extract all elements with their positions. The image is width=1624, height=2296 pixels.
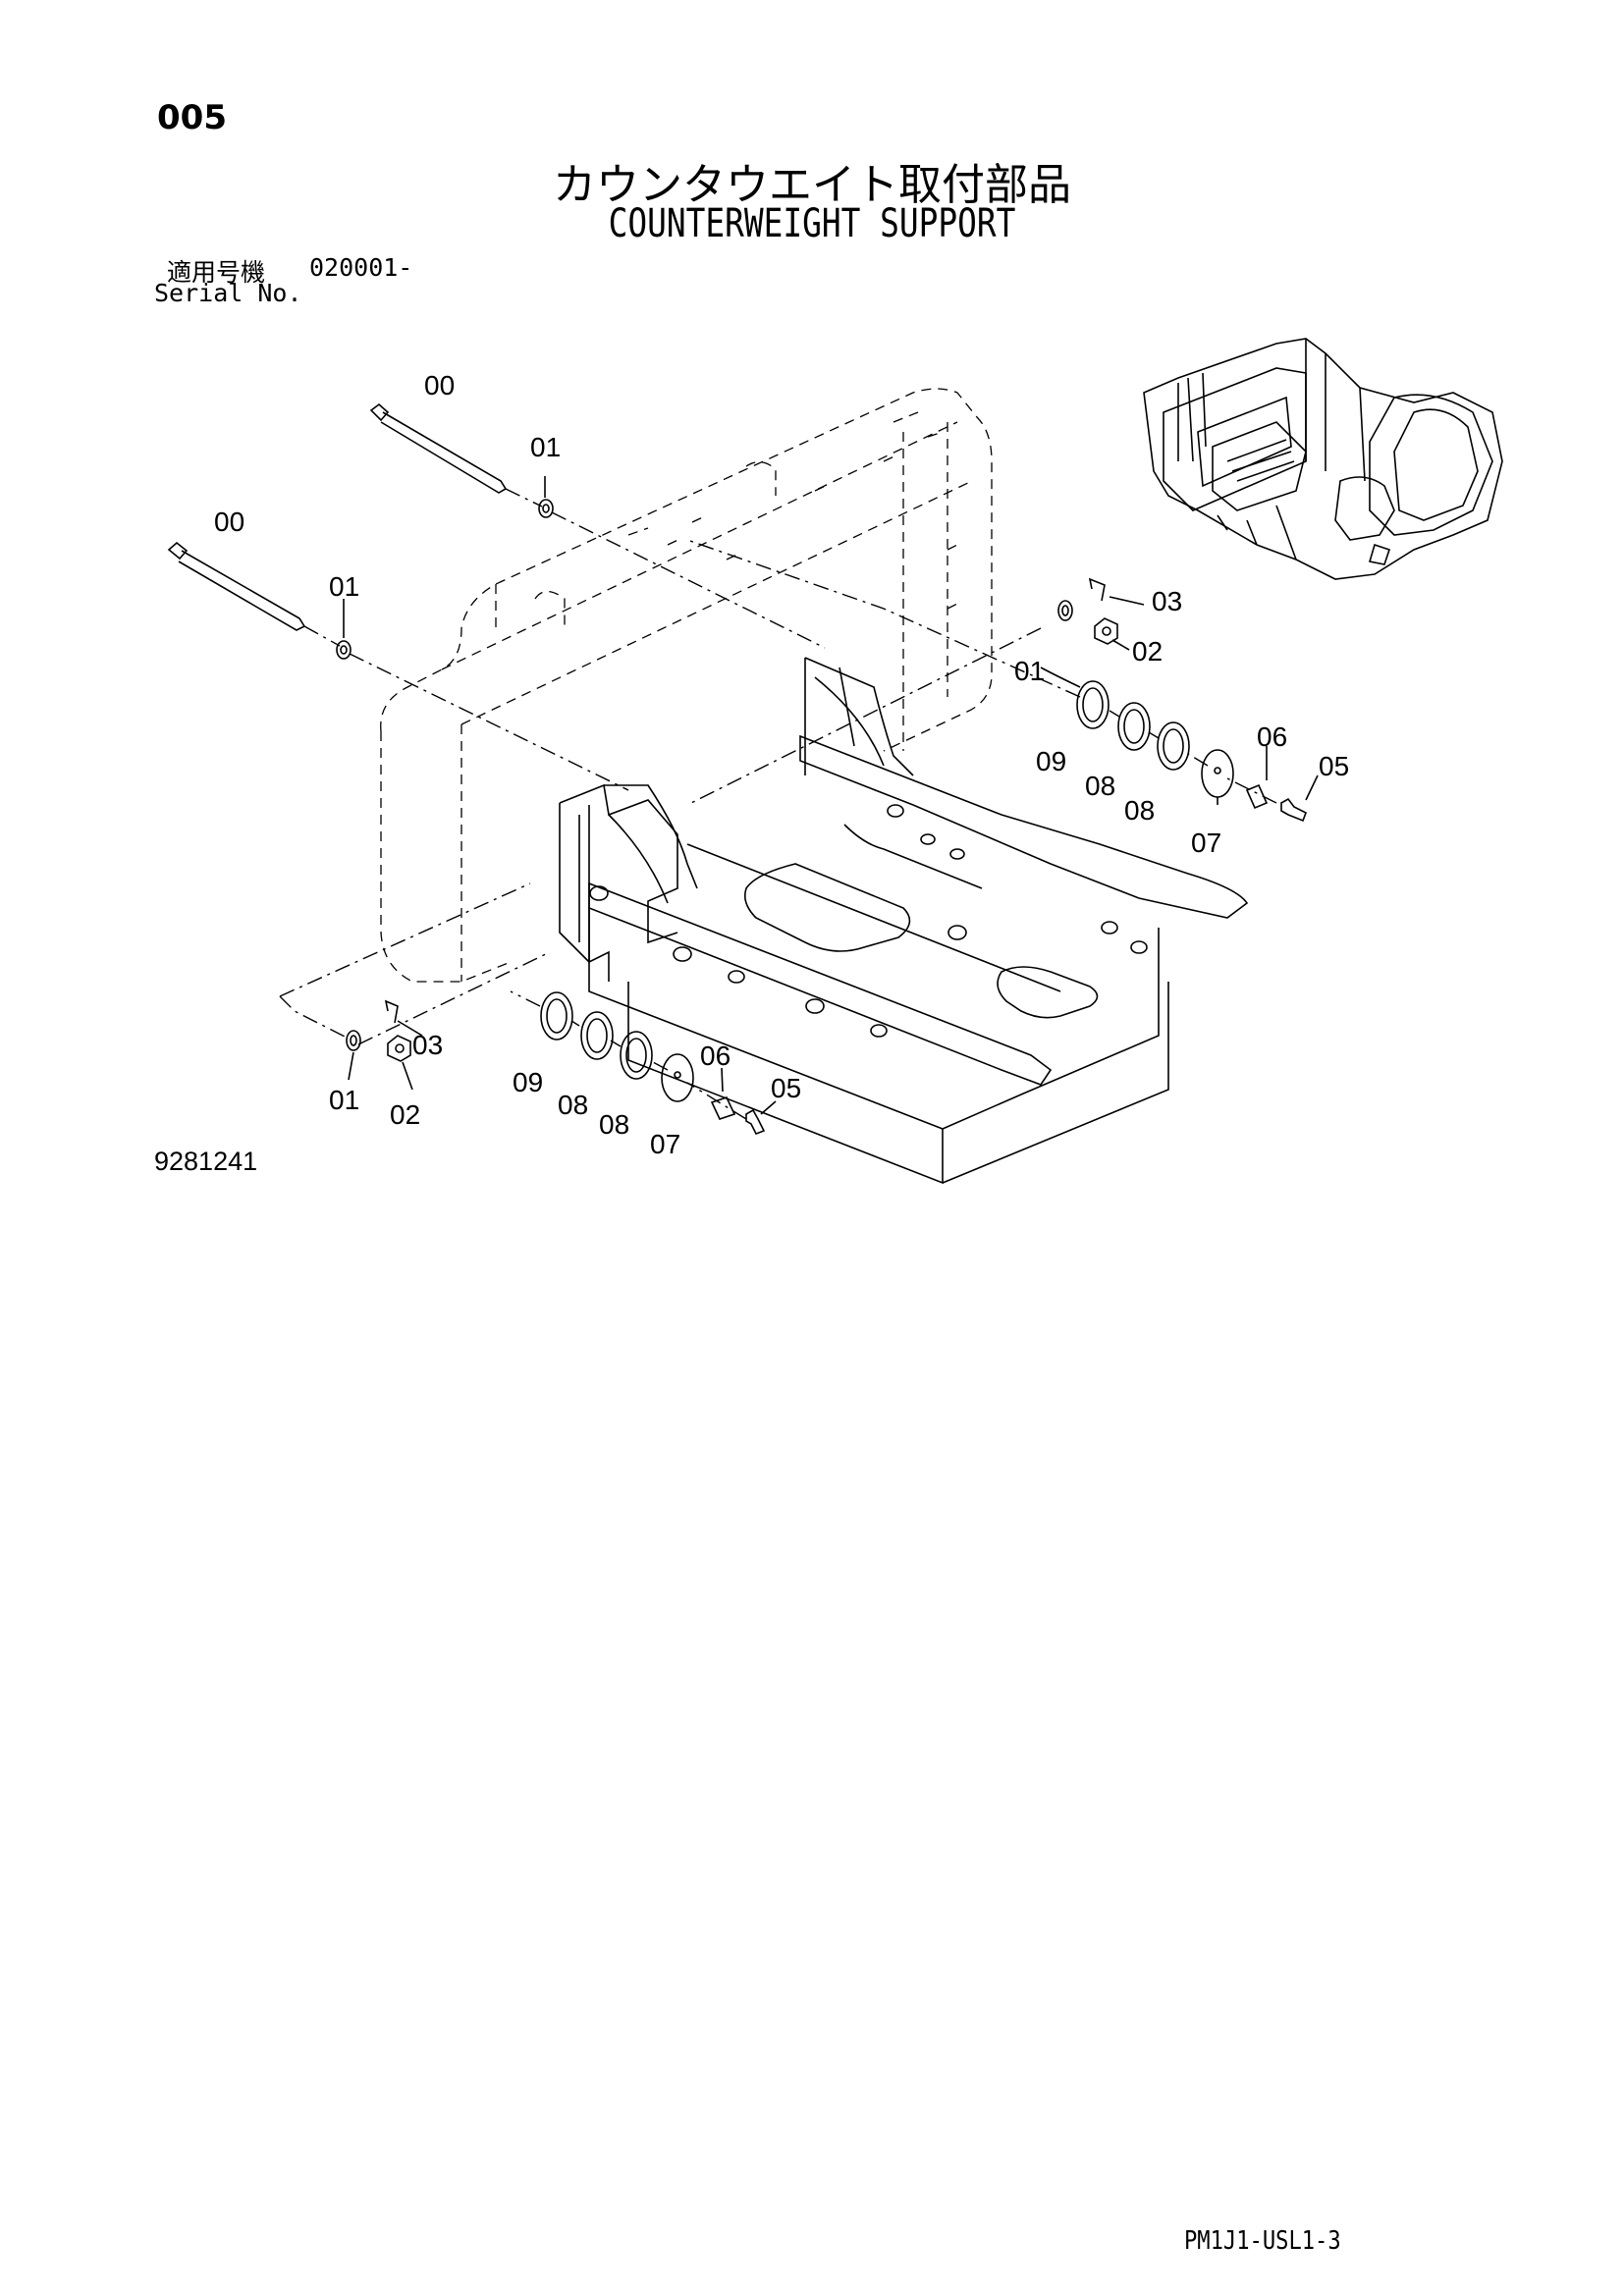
nuts-and-pins [384, 577, 1118, 1062]
bolt-lower [167, 541, 306, 631]
drawing-number: 9281241 [154, 1147, 258, 1176]
title-japanese: カウンタウエイト取付部品 [553, 160, 1071, 210]
assembly-center-lines [279, 488, 1277, 1120]
page-number: 005 [157, 98, 227, 137]
callout-washer-06-left: 06 [700, 1041, 731, 1071]
callout-shim-09-right: 09 [1036, 746, 1066, 776]
title-english: COUNTERWEIGHT SUPPORT [608, 201, 1016, 246]
callout-pin-right: 03 [1152, 586, 1182, 616]
callout-bolt-upper: 00 [424, 370, 455, 400]
serial-label-english: Serial No. [154, 279, 302, 307]
callout-nut-right: 02 [1132, 636, 1163, 667]
callout-washer-06-right: 06 [1257, 721, 1287, 752]
callout-shim-08-left-b: 08 [599, 1109, 629, 1140]
callout-shim-08-right-a: 08 [1085, 771, 1115, 801]
callout-bolt-05-left: 05 [771, 1073, 801, 1103]
callout-washer-upper: 01 [530, 432, 561, 462]
callout-plate-07-right: 07 [1191, 828, 1221, 858]
main-frame [559, 657, 1249, 1185]
callout-washer-left: 01 [329, 1085, 359, 1115]
leader-lines [343, 476, 1319, 1115]
serial-value: 020001- [309, 253, 413, 282]
callout-washer-right: 01 [1014, 656, 1045, 686]
callout-shim-08-left-a: 08 [558, 1090, 588, 1120]
shim-stack-right [1076, 680, 1308, 823]
callout-plate-07-left: 07 [650, 1129, 680, 1159]
serial-label-japanese: 適用号機 [167, 258, 266, 287]
shim-stack-left [540, 991, 766, 1136]
document-code: PM1J1-USL1-3 [1184, 2226, 1341, 2256]
callout-shim-08-right-b: 08 [1124, 795, 1155, 826]
callout-nut-left: 02 [390, 1099, 420, 1130]
callout-shim-09-left: 09 [513, 1067, 543, 1097]
washers-01 [336, 499, 1073, 1051]
callout-bolt-05-right: 05 [1319, 751, 1349, 781]
callout-pin-left: 03 [412, 1030, 443, 1060]
bolt-upper [369, 402, 508, 494]
machine-location-inset [1143, 338, 1503, 580]
counterweight-phantom [380, 388, 993, 983]
callout-bolt-lower: 00 [214, 507, 244, 537]
callout-washer-lower: 01 [329, 571, 359, 602]
